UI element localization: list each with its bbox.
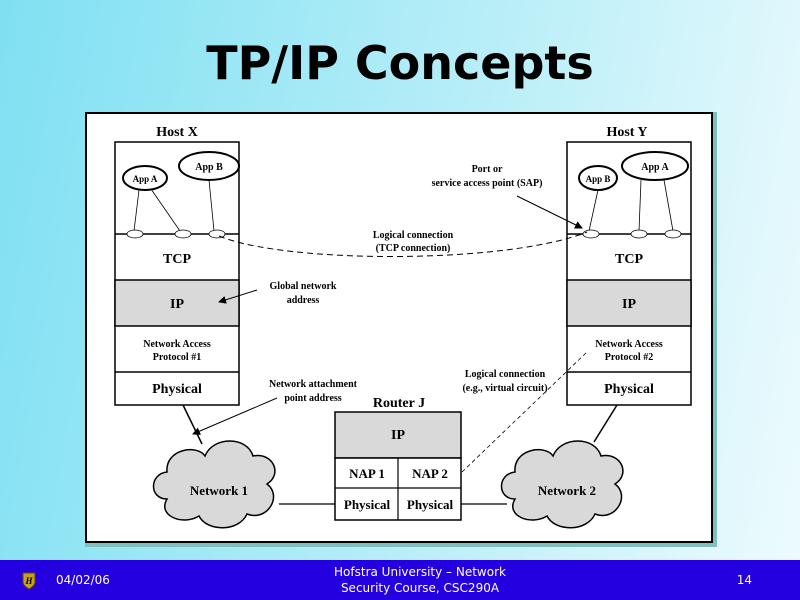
host-x-physical: Physical — [152, 382, 202, 397]
tcpip-diagram: Host X App A App B TCP IP — [114, 125, 692, 529]
host-y-ip: IP — [622, 297, 636, 312]
host-x-port-2 — [174, 229, 192, 239]
host-x-port-3 — [208, 229, 226, 239]
host-x-app-b-label: App B — [195, 162, 223, 173]
logical-virtual-circuit — [461, 351, 588, 473]
host-y-nap-line1: Network Access — [595, 339, 663, 350]
sap-label-line2: service access point (SAP) — [432, 178, 543, 189]
network-2-label: Network 2 — [538, 483, 596, 498]
slide-title: TP/IP Concepts — [206, 36, 594, 90]
host-y-port-3 — [664, 229, 682, 239]
host-y-port-2 — [630, 229, 648, 239]
global-address-label-line2: address — [287, 295, 320, 306]
footer-course-line1: Hofstra University – Network — [334, 565, 506, 579]
footer-page-number: 14 — [736, 573, 752, 587]
host-y: Host Y App B App A TCP IP Network Access… — [566, 125, 692, 406]
host-x-title: Host X — [156, 125, 198, 140]
router-nap-1: NAP 1 — [349, 466, 385, 481]
footer-date: 04/02/06 — [56, 573, 110, 587]
host-y-network-2-link — [593, 404, 618, 443]
host-x-tcp: TCP — [163, 252, 191, 267]
host-y-ip-layer — [566, 279, 692, 327]
host-x: Host X App A App B TCP IP — [114, 125, 240, 406]
global-address-label-line1: Global network — [270, 281, 337, 292]
network-2-cloud: Network 2 — [500, 440, 624, 529]
router-j: Router J IP NAP 1 NAP 2 Physical Physica… — [334, 396, 462, 521]
router-physical-2: Physical — [407, 497, 454, 512]
host-x-network-1-link — [182, 404, 203, 445]
logical-tcp-connection — [218, 231, 588, 257]
diagram-canvas: Host X App A App B TCP IP — [85, 112, 713, 543]
host-x-port-1 — [126, 229, 144, 239]
svg-text:H: H — [24, 576, 33, 586]
router-nap-2: NAP 2 — [412, 466, 448, 481]
host-y-physical: Physical — [604, 382, 654, 397]
host-y-tcp: TCP — [615, 252, 643, 267]
logical-tcp-label-line1: Logical connection — [373, 230, 454, 241]
host-y-nap-line2: Protocol #2 — [605, 352, 653, 363]
router-title: Router J — [373, 396, 425, 411]
network-1-label: Network 1 — [190, 483, 248, 498]
host-y-app-b-label: App B — [586, 174, 611, 184]
network-1-cloud: Network 1 — [152, 440, 276, 529]
logical-tcp-label-line2: (TCP connection) — [376, 243, 451, 254]
host-y-app-a-label: App A — [641, 162, 669, 173]
logical-vc-label-line1: Logical connection — [465, 369, 546, 380]
host-x-nap-line1: Network Access — [143, 339, 211, 350]
host-x-app-a-label: App A — [133, 174, 158, 184]
sap-arrow — [516, 195, 583, 229]
footer-bar: H 04/02/06 Hofstra University – Network … — [0, 560, 800, 600]
footer-course: Hofstra University – Network Security Co… — [250, 564, 590, 596]
router-ip-layer — [334, 411, 462, 459]
host-y-title: Host Y — [606, 125, 647, 140]
attachment-label-line1: Network attachment — [269, 379, 358, 390]
diagram-frame: Host X App A App B TCP IP — [85, 112, 717, 547]
hofstra-logo-icon: H — [22, 572, 36, 590]
attachment-label-line2: point address — [284, 393, 341, 404]
sap-label-line1: Port or — [472, 164, 503, 175]
logical-vc-label-line2: (e.g., virtual circuit) — [462, 383, 547, 394]
footer-course-line2: Security Course, CSC290A — [340, 581, 500, 595]
host-x-nap-line2: Protocol #1 — [153, 352, 201, 363]
host-y-port-1 — [582, 229, 600, 239]
router-physical-1: Physical — [344, 497, 391, 512]
global-address-arrow — [218, 289, 258, 304]
attachment-address-arrow — [192, 397, 278, 435]
router-ip: IP — [391, 428, 405, 443]
host-x-app-a — [122, 165, 168, 191]
host-x-ip: IP — [170, 297, 184, 312]
host-y-app-a — [621, 151, 689, 181]
